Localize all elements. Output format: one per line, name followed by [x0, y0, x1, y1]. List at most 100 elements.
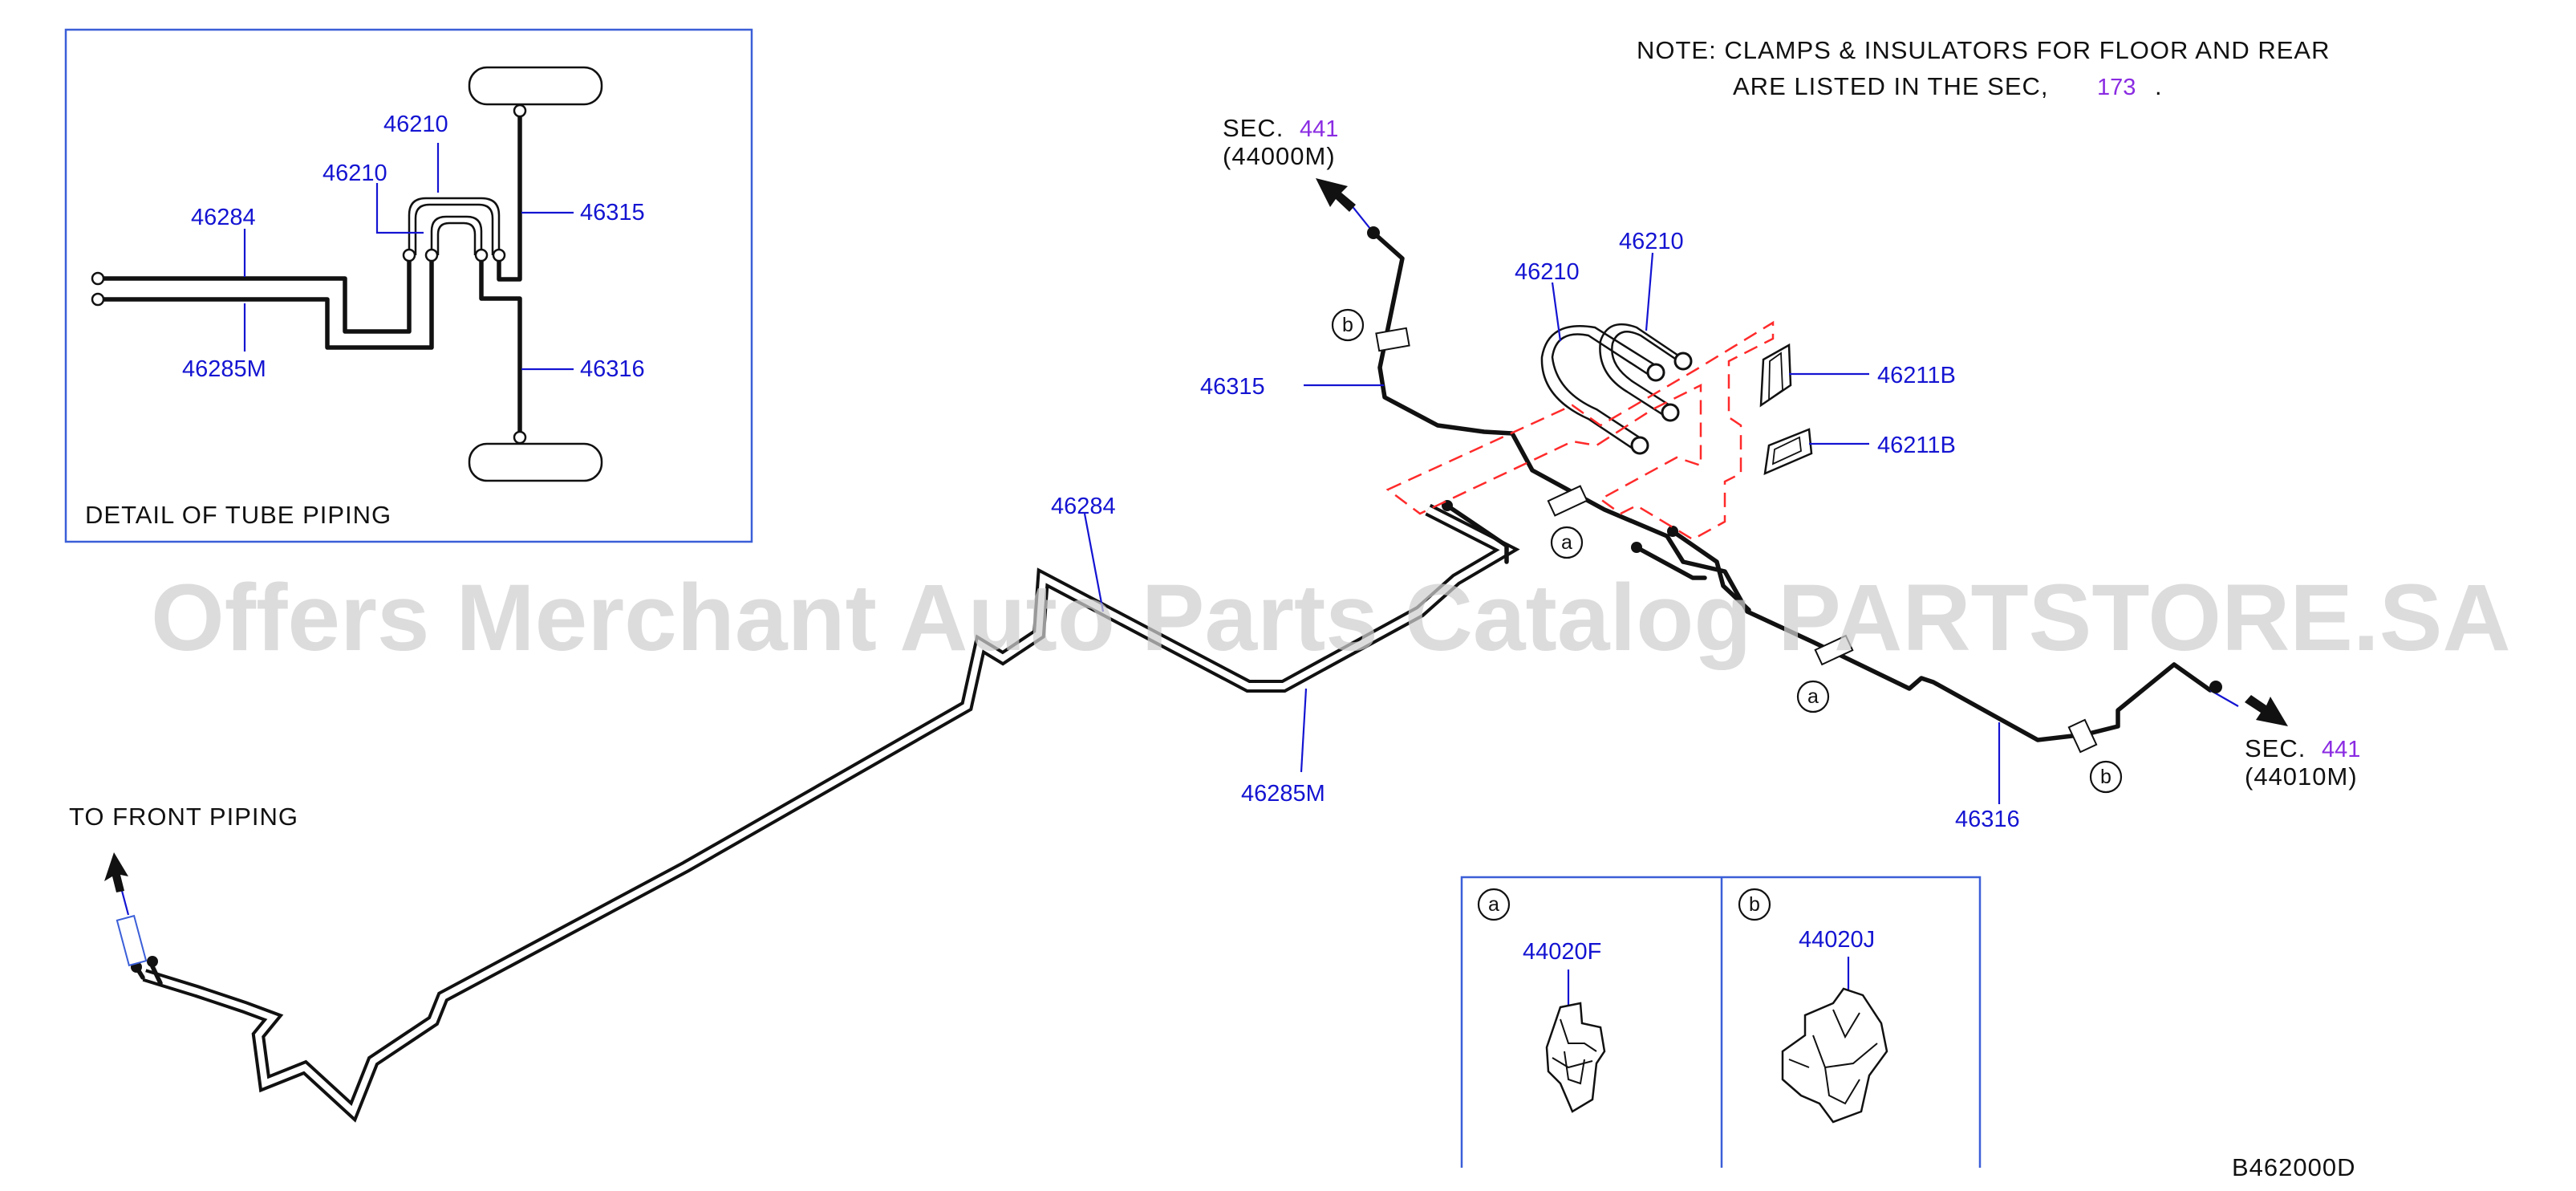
note-sec-number: 173: [2097, 75, 2136, 100]
clip-panel-a: a 44020F: [1477, 888, 1606, 1113]
label-46316: 46316: [1955, 807, 2020, 832]
tube-end-icon: [91, 292, 105, 307]
label-46285m: 46285M: [1241, 781, 1325, 807]
sec-right-number: 441: [2322, 737, 2360, 762]
clip-panel-a-marker: a: [1488, 893, 1499, 916]
marker-a-mid-label: a: [1561, 531, 1572, 554]
detail-frame: [64, 28, 753, 543]
tube-46284-46285m-long-inner: [143, 506, 1514, 1117]
detail-inset: 46210 46210 46284 46285M 46315 46316 DET…: [64, 28, 753, 543]
label-46211b-1: 46211B: [1877, 363, 1956, 388]
note-line-1: NOTE: CLAMPS & INSULATORS FOR FLOOR AND …: [1637, 36, 2331, 64]
uloop-inner: [1599, 323, 1681, 419]
label-46210b: 46210: [1619, 229, 1684, 254]
detail-label-46210b: 46210: [323, 161, 387, 186]
clip-icon: [1545, 1002, 1606, 1113]
sec-right-ref: (44010M): [2245, 762, 2358, 791]
detail-caption: DETAIL OF TUBE PIPING: [85, 501, 391, 529]
marker-b-right-label: b: [2100, 766, 2112, 788]
clip-icon: [2067, 718, 2098, 754]
clip-icon: [1547, 485, 1588, 517]
diagram-code: B462000D: [2232, 1153, 2356, 1181]
clip-icon: [1814, 634, 1854, 666]
detail-label-46315: 46315: [580, 200, 645, 226]
clip-icon: [1375, 327, 1410, 352]
sec-top-number: 441: [1300, 116, 1338, 142]
clip-46211b-lower: [1763, 428, 1813, 476]
arrow-icon: [104, 852, 128, 892]
clip-panels: a 44020F b 44020J: [1460, 876, 1982, 1168]
detail-label-46284: 46284: [191, 205, 256, 230]
marker-b-top: b: [1331, 308, 1365, 342]
marker-a-right-label: a: [1807, 685, 1819, 708]
marker-b-top-label: b: [1342, 314, 1353, 336]
detail-loop-inner: [430, 215, 483, 255]
tube-end-icon: [1631, 542, 1642, 553]
front-connector: [116, 914, 148, 967]
detail-loop-inner-inner: [436, 222, 477, 255]
tube-end-icon: [147, 956, 158, 967]
detail-loop-outer-inner: [414, 203, 494, 255]
arrow-icon: [1316, 178, 1356, 212]
label-46211b-2: 46211B: [1877, 433, 1956, 458]
tube-end-icon: [513, 104, 527, 118]
tube-end-icon: [1673, 352, 1693, 371]
note-block: NOTE: CLAMPS & INSULATORS FOR FLOOR AND …: [1637, 36, 2331, 100]
clip-46211b-upper: [1759, 343, 1792, 408]
clip-panel-a-part: 44020F: [1523, 939, 1601, 965]
note-period: .: [2155, 72, 2163, 100]
main-piping: b a a b SEC. 441 (44000M) SEC. 441 (4401…: [69, 114, 2360, 1123]
clip-icon: [1781, 987, 1888, 1124]
tube-46316: [1681, 559, 2213, 742]
tube-short-3: [1670, 529, 1751, 612]
detail-tube-46315: [497, 108, 522, 282]
leader-46210b: [1645, 252, 1654, 331]
to-front-label: TO FRONT PIPING: [69, 803, 298, 831]
uloop-inner-2: [1611, 331, 1686, 409]
marker-a-right: a: [1796, 680, 1830, 713]
sec-top-prefix: SEC.: [1223, 114, 1284, 142]
tube-end-icon: [1367, 226, 1380, 239]
tube-end-icon: [402, 248, 416, 262]
tube-end-icon: [1630, 436, 1649, 455]
tube-end-icon: [513, 430, 527, 445]
marker-b-right: b: [2089, 760, 2123, 794]
tube-end-icon: [1667, 526, 1678, 537]
label-46315: 46315: [1200, 374, 1265, 400]
clip-panel-b: b 44020J: [1738, 888, 1888, 1124]
note-line-2: ARE LISTED IN THE SEC,: [1733, 72, 2049, 100]
label-46284: 46284: [1051, 494, 1116, 519]
leader-46210a: [1551, 282, 1562, 342]
leader-46285m: [1300, 688, 1308, 773]
clip-panel-frame: [1460, 876, 1982, 1168]
tube-short-1: [1445, 503, 1509, 564]
tube-end-icon: [2209, 681, 2222, 693]
tube-short-2: [1634, 545, 1707, 580]
sec-top-ref: (44000M): [1223, 142, 1336, 170]
tube-end-icon: [424, 248, 439, 262]
dashed-outline: [1385, 320, 1775, 541]
clip-panel-b-marker: b: [1749, 893, 1760, 916]
marker-a-mid: a: [1550, 526, 1584, 559]
leader-detail-46210b: [375, 183, 424, 234]
detail-tube-46284: [95, 253, 412, 334]
wheel-top: [468, 66, 603, 106]
detail-label-46316: 46316: [580, 356, 645, 382]
detail-label-46285m: 46285M: [182, 356, 266, 382]
sec-right-prefix: SEC.: [2245, 734, 2306, 762]
uloop-outer: [1551, 333, 1653, 441]
detail-label-46210a: 46210: [383, 112, 448, 137]
tube-end-icon: [474, 248, 489, 262]
uloop-outer-2: [1540, 325, 1660, 453]
clip-panel-b-part: 44020J: [1799, 927, 1875, 953]
detail-tube-46316: [479, 253, 522, 440]
detail-loop-outer: [408, 197, 501, 255]
label-46210a: 46210: [1515, 259, 1580, 285]
wheel-bottom: [468, 442, 603, 482]
tube-end-icon: [492, 248, 506, 262]
arrow-icon: [2245, 695, 2288, 726]
leader-46284: [1083, 513, 1105, 612]
watermark: Offers Merchant Auto Parts Catalog PARTS…: [151, 565, 2511, 671]
tube-end-icon: [91, 271, 105, 286]
